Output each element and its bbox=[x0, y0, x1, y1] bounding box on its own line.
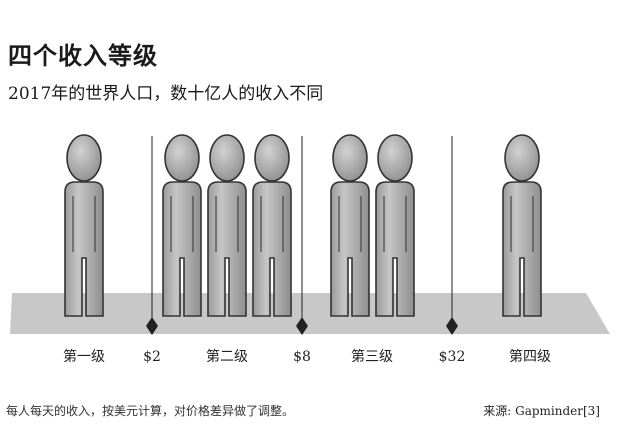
floor-band bbox=[10, 293, 610, 334]
threshold-marker bbox=[446, 317, 458, 335]
threshold-label: $8 bbox=[293, 349, 311, 365]
threshold-label: $2 bbox=[143, 349, 161, 365]
source-credit: 来源: Gapminder[3] bbox=[483, 404, 600, 418]
level-label: 第四级 bbox=[509, 348, 551, 365]
threshold-marker bbox=[146, 317, 158, 335]
income-levels-diagram: $2 $8 $32 第一级 第二级 第三级 第四级 bbox=[10, 134, 610, 365]
page-title: 四个收入等级 bbox=[8, 42, 158, 70]
person-icon bbox=[207, 134, 247, 317]
footnote: 每人每天的收入，按美元计算，对价格差异做了调整。 bbox=[6, 404, 295, 418]
level-label: 第二级 bbox=[206, 348, 248, 365]
threshold-label: $32 bbox=[439, 349, 466, 365]
person-icon bbox=[375, 134, 415, 317]
person-icon bbox=[330, 134, 370, 317]
person-icon bbox=[502, 134, 542, 317]
page-subtitle: 2017年的世界人口，数十亿人的收入不同 bbox=[8, 84, 324, 104]
person-icon bbox=[252, 134, 292, 317]
person-icon bbox=[162, 134, 202, 317]
threshold-marker bbox=[296, 317, 308, 335]
person-icon bbox=[64, 134, 104, 317]
level-label: 第三级 bbox=[351, 348, 393, 365]
level-label: 第一级 bbox=[63, 348, 105, 365]
